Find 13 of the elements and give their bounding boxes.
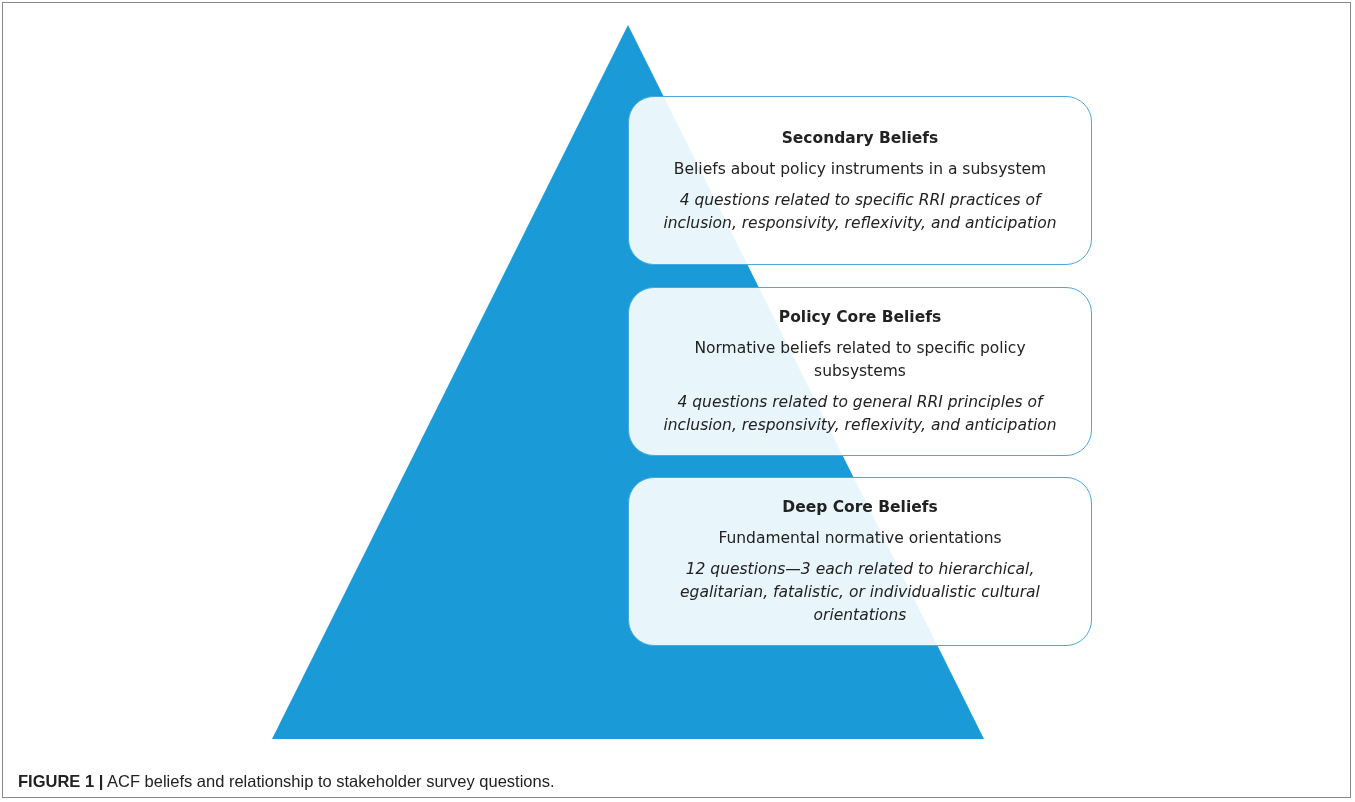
box-note: 4 questions related to general RRI principles of inclusion, responsivity, reflexivity, and anticipation (662, 392, 1058, 436)
box-description: Normative beliefs related to specific policy subsystems (693, 338, 1027, 382)
box-note: 12 questions—3 each related to hierarchical, egalitarian, fatalistic, or individualistic cultural orientations (679, 559, 1041, 626)
box-description: Beliefs about policy instruments in a subsystem (673, 158, 1047, 180)
box-description: Fundamental normative orientations (718, 528, 1002, 549)
box-note: 4 questions related to specific RRI practices of inclusion, responsivity, reflexivity, and anticipation (662, 189, 1058, 234)
box-heading: Policy Core Beliefs (778, 307, 942, 328)
belief-box (628, 477, 1092, 646)
belief-box (628, 96, 1092, 265)
belief-box (628, 287, 1092, 456)
box-heading: Deep Core Beliefs (782, 497, 938, 518)
box-heading: Secondary Beliefs (781, 127, 939, 149)
figure-caption: FIGURE 1 | ACF beliefs and relationship to stakeholder survey questions. (18, 772, 555, 791)
